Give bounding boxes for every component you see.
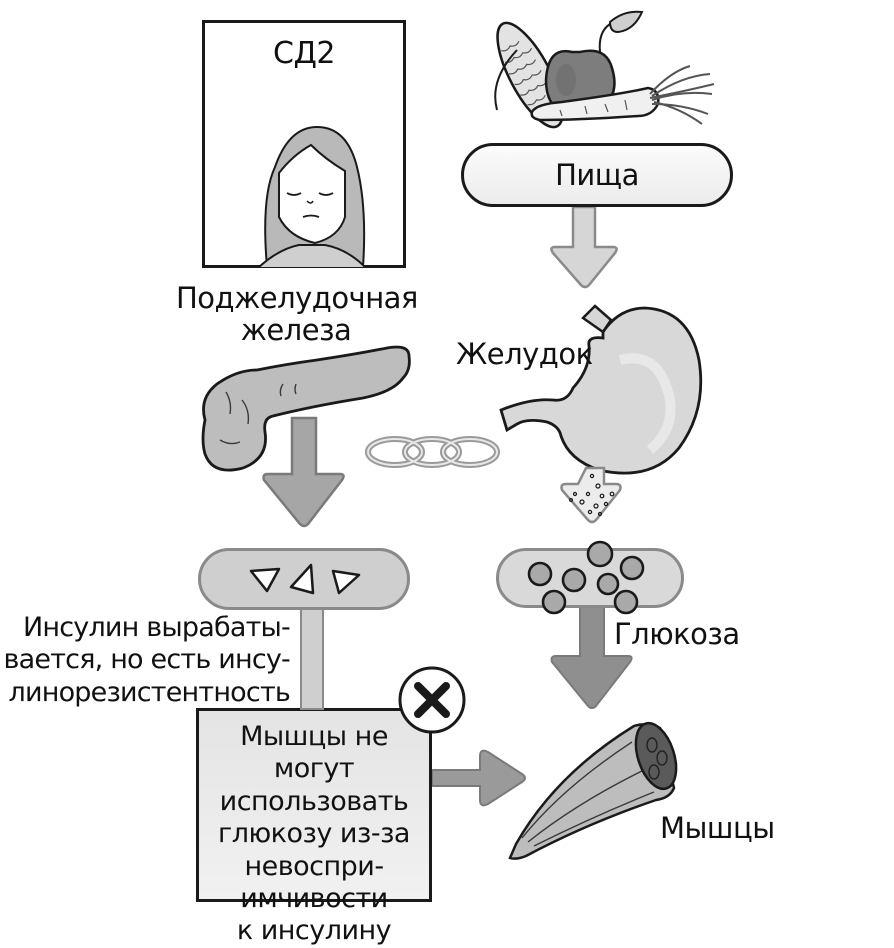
diagram-canvas bbox=[201, 10, 715, 860]
pancreas-label-line: Поджелудочная bbox=[176, 281, 418, 315]
note-line: имчивости bbox=[240, 882, 388, 914]
arrow-glucose-to-muscle bbox=[550, 605, 633, 709]
muscle-icon bbox=[508, 721, 678, 860]
arrow-note-to-muscle bbox=[431, 749, 526, 807]
insulin-caption-line: линорезистентность bbox=[8, 676, 291, 708]
muscle-label: Мышцы bbox=[660, 811, 775, 845]
blocked-note-box: Мышцы не могут использовать глюкозу из-з… bbox=[196, 708, 432, 946]
arrow-stomach-to-glucose bbox=[560, 466, 622, 524]
cross-mark-icon bbox=[398, 666, 466, 734]
portrait-panel: СД2 bbox=[202, 20, 406, 268]
sad-woman-portrait-icon bbox=[258, 125, 366, 267]
note-line: использовать bbox=[219, 785, 409, 817]
chain-links-icon bbox=[365, 436, 500, 468]
insulin-stem bbox=[300, 608, 324, 710]
glucose-label: Глюкоза bbox=[614, 617, 740, 651]
pancreas-icon bbox=[201, 345, 411, 472]
pancreas-label-line: железа bbox=[240, 313, 352, 348]
arrow-pancreas-to-insulin bbox=[262, 416, 345, 528]
insulin-caption-line: Инсулин вырабаты- bbox=[22, 612, 291, 643]
glucose-circles-icon bbox=[527, 540, 645, 615]
insulin-pill bbox=[198, 548, 410, 610]
insulin-triangles-icon bbox=[249, 563, 361, 595]
food-vegetables-icon bbox=[494, 10, 715, 129]
stomach-icon bbox=[499, 304, 703, 475]
note-line: Мышцы не могут bbox=[240, 721, 388, 785]
food-pill: Пища bbox=[461, 143, 733, 207]
insulin-caption: Инсулин вырабаты- вается, но есть инсу- … bbox=[0, 612, 291, 709]
stomach-label: Желудок bbox=[456, 337, 593, 371]
food-label: Пища bbox=[555, 158, 639, 192]
insulin-caption-line: вается, но есть инсу- bbox=[3, 644, 291, 676]
note-line: к инсулину bbox=[236, 915, 392, 947]
note-line: невоспри- bbox=[244, 850, 384, 882]
pancreas-label: Поджелудочная железа bbox=[176, 281, 418, 348]
note-line: глюкозу из-за bbox=[218, 818, 410, 850]
portrait-title: СД2 bbox=[273, 36, 335, 71]
arrow-food-to-stomach bbox=[550, 205, 618, 289]
